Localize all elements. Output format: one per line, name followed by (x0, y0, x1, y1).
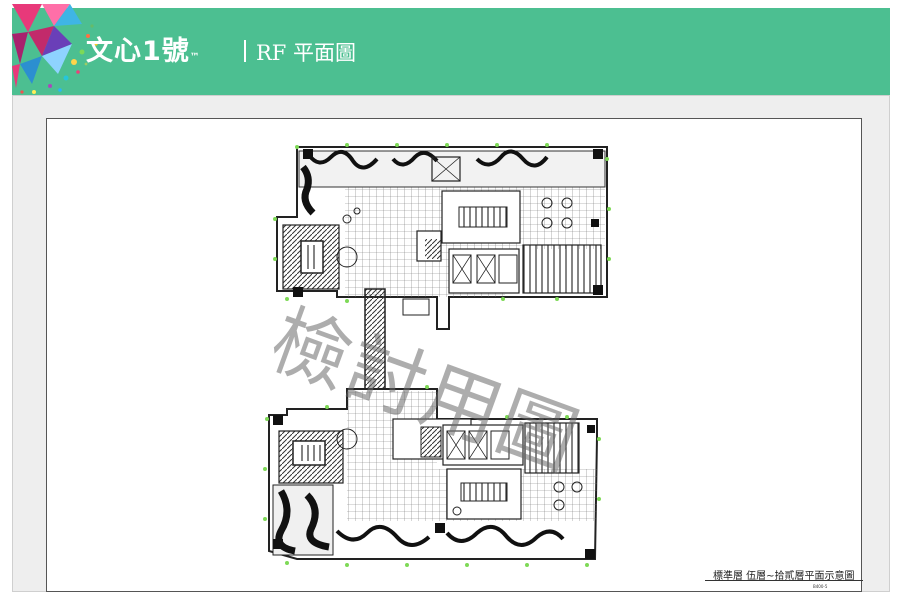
page-title: RF 平面圖 (256, 41, 357, 65)
upper-tower (276, 146, 608, 330)
title-underline (705, 580, 863, 581)
floor-plan-drawing (263, 143, 611, 567)
sheet-title: 標準層 伍層~拾貳層平面示意圖 (713, 571, 855, 582)
lower-tower (268, 388, 598, 560)
brand-logo-text: 文心1號™ (86, 36, 201, 67)
trademark-mark: ™ (189, 52, 201, 63)
sheet-code: B400-5 (813, 584, 828, 589)
floor-plan-sheet (46, 118, 862, 592)
header-banner (12, 8, 890, 95)
brand-logo-icon (12, 4, 98, 94)
header-divider (244, 40, 246, 62)
survey-points (263, 143, 611, 567)
